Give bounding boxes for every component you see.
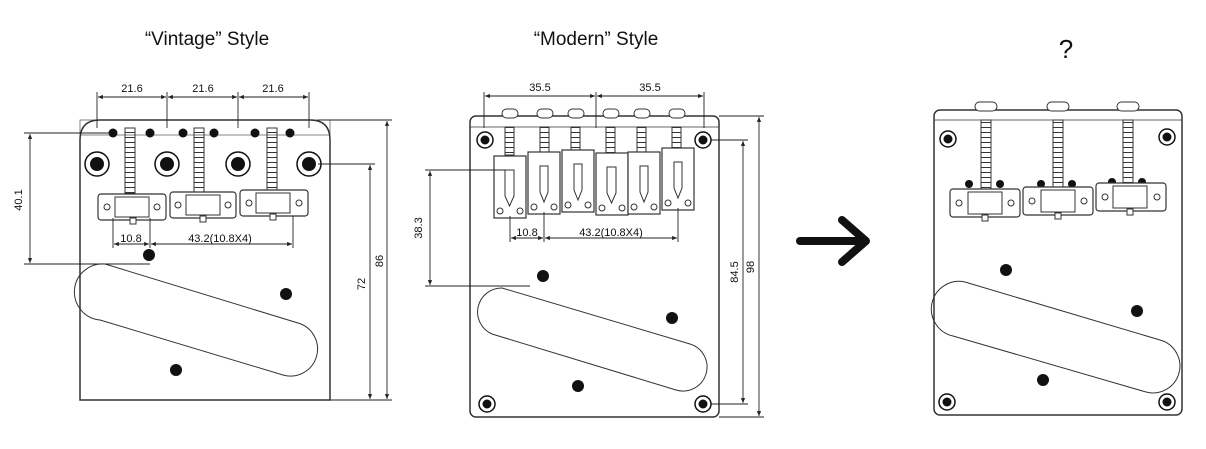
modern-spacing-2: 35.5 [639, 82, 660, 94]
hybrid-corner-holes [938, 128, 1176, 411]
modern-top-slots [501, 108, 686, 119]
modern-left-dimension: 38.3 [413, 169, 530, 287]
hybrid-hole-bottom [1037, 374, 1049, 386]
modern-spacing-1: 35.5 [529, 82, 550, 94]
modern-title: “Modern” Style [534, 29, 659, 50]
vintage-height-label: 40.1 [13, 189, 25, 210]
hybrid-hole-top [1000, 264, 1012, 276]
modern-hole-right [666, 312, 678, 324]
vintage-title: “Vintage” Style [145, 29, 269, 50]
vintage-pickup-cavity [73, 263, 319, 377]
vintage-hole-top [143, 249, 155, 261]
vintage-top-holes [108, 128, 295, 138]
modern-bridge: 35.5 35.5 38.3 10.8 43.2(10.8X4) [413, 82, 764, 418]
modern-right-dimensions: 84.5 98 [711, 115, 764, 418]
vintage-plate-outline [79, 119, 331, 401]
vintage-top-dimensions: 21.6 21.6 21.6 [96, 83, 310, 128]
hybrid-barrel-saddles [949, 182, 1167, 222]
modern-saddle-screws [504, 126, 682, 156]
vintage-left-dimension: 40.1 [13, 132, 150, 265]
modern-top-dimensions: 35.5 35.5 [483, 82, 705, 128]
hybrid-top-slots [974, 101, 1140, 112]
vintage-barrel-saddles [97, 189, 309, 225]
modern-hole-bottom [572, 380, 584, 392]
vintage-spacing-1: 21.6 [121, 83, 142, 95]
vintage-bridge: 21.6 21.6 21.6 40.1 10.8 43.2(10.8X4) [13, 83, 392, 401]
vintage-saddle-span-label: 43.2(10.8X4) [188, 233, 252, 245]
vintage-hole-right [280, 288, 292, 300]
vintage-right-dimensions: 72 86 [318, 119, 392, 401]
right-arrow-icon [796, 216, 870, 266]
vintage-inner-height-label: 72 [356, 278, 368, 290]
modern-saddle-span-label: 43.2(10.8X4) [579, 227, 643, 239]
vintage-spacing-2: 21.6 [192, 83, 213, 95]
hybrid-pickup-cavity [930, 280, 1181, 394]
modern-saddle-gap-label: 10.8 [516, 227, 537, 239]
modern-pickup-cavity [477, 287, 708, 392]
modern-block-saddles [493, 147, 695, 219]
modern-corner-holes [476, 131, 712, 413]
vintage-spacing-3: 21.6 [262, 83, 283, 95]
modern-hole-top [537, 270, 549, 282]
vintage-mount-holes [84, 151, 322, 177]
vintage-saddle-dimensions: 10.8 43.2(10.8X4) [112, 216, 294, 248]
vintage-hole-bottom [170, 364, 182, 376]
modern-outer-height-label: 98 [745, 261, 757, 273]
vintage-outer-height-label: 86 [374, 255, 386, 267]
modern-saddle-dimensions: 10.8 43.2(10.8X4) [509, 208, 679, 242]
unknown-style-title: ? [1059, 34, 1073, 64]
vintage-saddle-gap-label: 10.8 [120, 233, 141, 245]
modern-height-label: 38.3 [413, 217, 425, 238]
modern-inner-height-label: 84.5 [729, 261, 741, 282]
hybrid-bridge [930, 101, 1183, 416]
hybrid-hole-right [1131, 305, 1143, 317]
